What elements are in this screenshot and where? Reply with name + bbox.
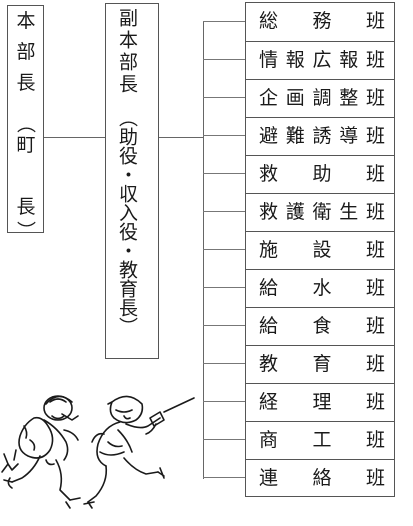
team-tick	[203, 401, 245, 402]
team-row: 連絡班	[246, 459, 394, 497]
chief-paren-close: ）	[14, 220, 36, 240]
team-row: 商工班	[246, 421, 394, 459]
chief-title-char: 部	[16, 41, 36, 63]
chief-box	[7, 5, 44, 233]
team-tick	[203, 211, 245, 212]
team-tick	[203, 173, 245, 174]
team-tick	[203, 287, 245, 288]
team-row: 給水班	[246, 269, 394, 307]
team-tick	[203, 21, 245, 22]
chief-name-char: 長	[16, 196, 36, 218]
chief-label: 本 部 長 （ 町 長 ）	[14, 10, 37, 240]
team-tick	[203, 135, 245, 136]
team-label: 避難誘導班	[259, 125, 385, 147]
deputy-title: 副本部長	[116, 8, 138, 96]
team-label: 教育班	[259, 353, 385, 375]
team-label: 施設班	[259, 239, 385, 261]
team-tick	[203, 477, 245, 478]
team-row: 救護衛生班	[246, 193, 394, 231]
team-row: 教育班	[246, 345, 394, 383]
team-label: 情報広報班	[259, 49, 385, 71]
left-rescuer-figure	[1, 395, 81, 509]
connector-deputy-bracket	[159, 137, 203, 138]
team-row: 救助班	[246, 155, 394, 193]
team-label: 救助班	[259, 163, 385, 185]
team-tick	[203, 363, 245, 364]
team-label: 給水班	[259, 277, 385, 299]
chief-name-char: 町	[16, 134, 36, 156]
team-label: 連絡班	[259, 467, 385, 489]
team-tick	[203, 59, 245, 60]
chief-title-char: 長	[16, 72, 36, 94]
team-label: 給食班	[259, 315, 385, 337]
team-tick	[203, 97, 245, 98]
team-row: 給食班	[246, 307, 394, 345]
team-tick	[203, 249, 245, 250]
team-label: 総務班	[259, 10, 385, 32]
running-rescuers-illustration	[1, 395, 195, 509]
team-row: 避難誘導班	[246, 117, 394, 155]
team-bracket	[203, 21, 204, 479]
right-rescuer-figure	[83, 395, 195, 509]
deputy-detail: （助役・収入役・教育長）	[116, 108, 138, 336]
team-tick	[203, 325, 245, 326]
team-row: 企画調整班	[246, 79, 394, 117]
team-row: 経理班	[246, 383, 394, 421]
chief-title-char: 本	[16, 10, 36, 32]
chief-paren-open: （	[14, 113, 36, 133]
team-row: 総務班	[246, 3, 394, 41]
team-label: 企画調整班	[259, 87, 385, 109]
team-tick	[203, 439, 245, 440]
team-row: 施設班	[246, 231, 394, 269]
connector-chief-deputy	[44, 137, 105, 138]
deputy-box	[105, 3, 159, 359]
team-row: 情報広報班	[246, 41, 394, 79]
team-label: 商工班	[259, 429, 385, 451]
team-list: 総務班 情報広報班 企画調整班 避難誘導班 救助班 救護衛生班 施設班 給水班 …	[245, 2, 395, 497]
team-label: 経理班	[259, 391, 385, 413]
team-label: 救護衛生班	[259, 201, 385, 223]
